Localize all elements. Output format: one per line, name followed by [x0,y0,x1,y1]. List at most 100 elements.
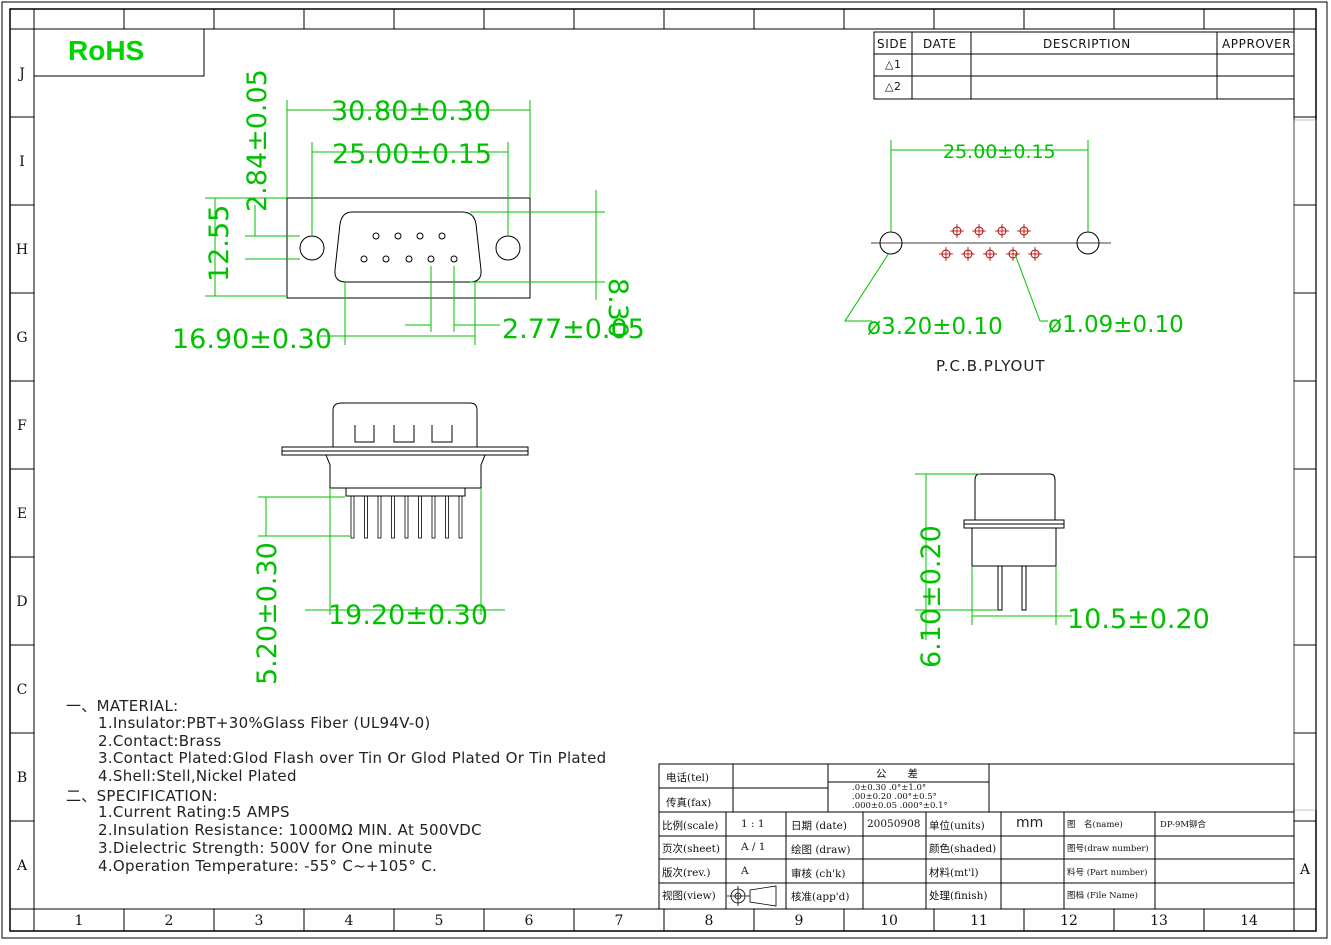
dim-shell-width: 16.90±0.30 [172,324,332,355]
shell-outline [334,211,482,283]
tb-tel-label: 电话(tel) [666,772,709,784]
grid-row-label-right: A [1299,862,1311,878]
grid-col-label: 5 [435,913,444,929]
grid-col-label: 3 [255,913,264,929]
tb-rev-value: A [741,865,749,877]
grid-col-label: 11 [970,913,988,929]
flange-outline [286,197,531,299]
grid-row-label: G [16,330,27,346]
rev-header-approver: APPROVER [1222,37,1292,51]
view-symbol-icon [727,885,777,907]
spec-line-10: 4.Operation Temperature: -55° C~+105° C. [98,857,438,875]
side-pin [418,495,422,539]
top-view-dim-text: 30.80±0.30 25.00±0.15 2.84±0.05 12.55 8.… [172,69,645,355]
tb-sheet-value: A / 1 [741,841,766,853]
dim-hole-pitch: 25.00±0.15 [332,139,492,170]
tb-tolerance-2: .00±0.20 .00°±0.5° [852,792,937,802]
tb-shaded-label: 颜色(shaded) [929,843,997,855]
tb-scale-label: 比例(scale) [662,820,719,832]
contact-pin [405,255,413,263]
dim-overall-height: 12.55 [204,205,235,282]
tb-sheet-label: 页次(sheet) [662,843,720,855]
dim-end-height: 6.10±0.20 [916,525,947,668]
dim-overall-width: 30.80±0.30 [331,96,491,127]
title-block-lines [658,763,1295,910]
grid-col-label: 10 [880,913,898,929]
revision-table [873,31,1295,100]
tb-material-label: 材料(mt'l) [929,867,979,879]
tb-name-label: 图 名(name) [1067,820,1123,830]
grid-col-label: 1 [75,913,84,929]
contact-pin [360,255,368,263]
rev-header-description: DESCRIPTION [1043,37,1131,51]
grid-row-label: C [17,682,28,698]
side-pin [377,495,382,539]
contact-pin [416,232,424,240]
grid-row-label: H [16,242,28,258]
dim-pcb-hole-pitch: 25.00±0.15 [943,141,1056,163]
end-view-dim-text: 6.10±0.20 10.5±0.20 [916,525,1210,668]
contact-pin [438,232,446,240]
tb-units-label: 单位(units) [929,820,985,832]
grid-row-label: B [17,770,27,786]
grid-col-label: 8 [705,913,714,929]
grid-col-label: 13 [1150,913,1168,929]
grid-row-label: E [17,506,27,522]
tb-date-value: 20050908 [867,818,921,830]
grid-col-label: 9 [795,913,804,929]
tb-tolerance-3: .000±0.05 .000°±0.1° [852,801,948,811]
rev-header-side: SIDE [877,37,908,51]
grid-row-label: A [16,858,28,874]
spec-line-8: 2.Insulation Resistance: 1000MΩ MIN. At … [98,821,482,839]
tb-check-label: 审核 (ch'k) [791,868,846,880]
spec-line-6: 二、SPECIFICATION: [66,787,219,805]
spec-line-1: 一、MATERIAL: [66,697,179,715]
dim-height-offset: 2.84±0.05 [242,69,273,212]
side-view-dim-text: 19.20±0.30 5.20±0.30 [252,542,488,685]
end-view-dims [915,473,1072,640]
tb-tolerance-title: 公 差 [876,768,918,780]
grid-row-label: J [17,66,25,82]
spec-line-2: 1.Insulator:PBT+30%Glass Fiber (UL94V-0) [98,714,431,732]
rohs-box [33,28,205,77]
right-strip [1293,119,1317,811]
dim-mount-hole: ø3.20±0.10 [867,314,1003,340]
pcb-dims [844,140,1089,322]
spec-line-4: 3.Contact Plated:Glod Flash over Tin Or … [98,749,607,767]
side-pin [404,495,409,539]
tb-draw-label: 绘图 (draw) [791,844,851,856]
spec-line-3: 2.Contact:Brass [98,732,222,750]
tb-date-label: 日期 (date) [791,820,847,832]
tb-file-name-label: 图档 (File Name) [1067,891,1138,901]
tb-finish-label: 处理(finish) [929,890,988,902]
spec-line-9: 3.Dielectric Strength: 500V for One minu… [98,839,433,857]
contact-pin [394,232,402,240]
pcb-layout-drawing [871,231,1111,255]
grid-col-label: 12 [1060,913,1078,929]
tb-units-value: mm [1016,815,1044,831]
dim-pin-hole: ø1.09±0.10 [1048,312,1184,338]
side-view-pins [350,495,463,539]
left-mount-hole [299,235,325,261]
side-pin [391,495,395,539]
spec-line-7: 1.Current Rating:5 AMPS [98,803,290,821]
side-pin [458,495,463,539]
tb-approve-label: 核准(app'd) [791,891,850,903]
side-view-dims [258,488,505,615]
contact-pin [372,232,380,240]
grid-row-label: F [17,418,27,434]
top-view-drawing [286,197,531,299]
dim-end-width: 10.5±0.20 [1067,604,1210,635]
tb-scale-value: 1 : 1 [741,818,765,830]
side-pin [445,495,449,539]
dim-pin-span: 19.20±0.30 [328,600,488,631]
grid-col-label: 4 [345,913,354,929]
tb-name-value: DP-9M铆合 [1160,820,1207,830]
rev-row-side-2: △2 [885,80,902,93]
tb-drawing-number-label: 图号(draw number) [1067,844,1149,854]
grid-col-label: 7 [615,913,624,929]
contact-pin [450,255,458,263]
